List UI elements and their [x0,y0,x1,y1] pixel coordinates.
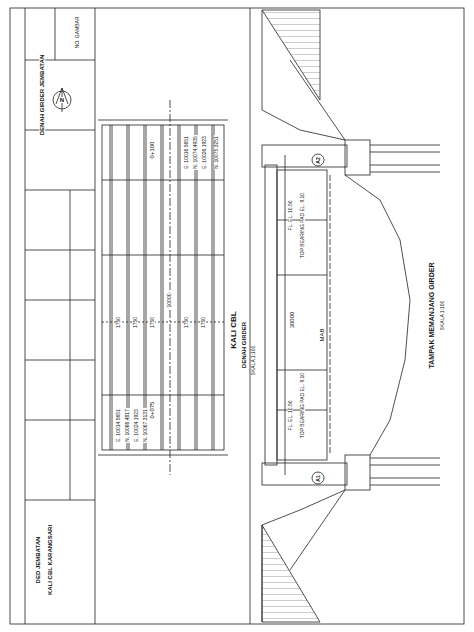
coordinate: E. 10016.5651 [184,135,189,170]
girder-plan [98,100,228,475]
girder-elevation [262,140,440,490]
abutment-tag: A1 [316,474,321,482]
coordinate: E. 10014.5651 [116,408,121,443]
scale-note: SKALA 1:100 [441,299,446,331]
project-name: KALI CBL KARANGSARI [47,524,53,596]
north-arrow [53,88,71,112]
coordinate: N. 10075.3251 [214,135,219,170]
view-title: TAMPAK MEMANJANG GIRDER [429,261,436,369]
view-title: DENAH GIRDER [241,321,247,369]
coordinate: E. 10024.1923 [134,408,139,443]
terrain-profile [262,10,410,622]
station-mark: 0+075 [149,401,155,420]
dimension: 10000 [168,292,173,308]
coordinate: N. 10074.4935 [193,135,198,170]
elevation-note: TOP BEARING PAD EL. 9.10 [301,371,306,438]
dimension: 1750 [134,315,139,328]
abutment-tag: A2 [316,156,321,164]
station-mark: 0+100 [149,141,155,160]
dimension: 1750 [117,315,122,328]
dimension: 30000 [289,311,295,330]
coordinate: N. 10067.3131 [143,408,148,443]
water-level: MAB [319,327,325,342]
elevation-note: TOP BEARING PAD EL. 9.10 [301,191,306,258]
north-letter: N [59,97,65,103]
sheet-number: NO. GAMBAR [75,15,80,49]
scale-note: SKALA 1:100 [252,344,257,376]
sheet-frame [10,8,464,624]
coordinate: E. 10026.1923 [202,135,207,170]
project-name: DED JEMBATAN [35,536,41,585]
dimension: 1750 [151,315,156,328]
river-name: KALI CBL [230,310,238,349]
elevation-note: FL. EL. 10.50 [288,199,293,231]
dimension: 1750 [185,315,190,328]
sheet-title: DENAH GIRDER JEMBATAN [39,54,45,136]
elevation-note: FL. EL. 10.50 [288,399,293,431]
coordinate: N. 10066.4817 [125,408,130,443]
dimension: 1750 [202,315,207,328]
